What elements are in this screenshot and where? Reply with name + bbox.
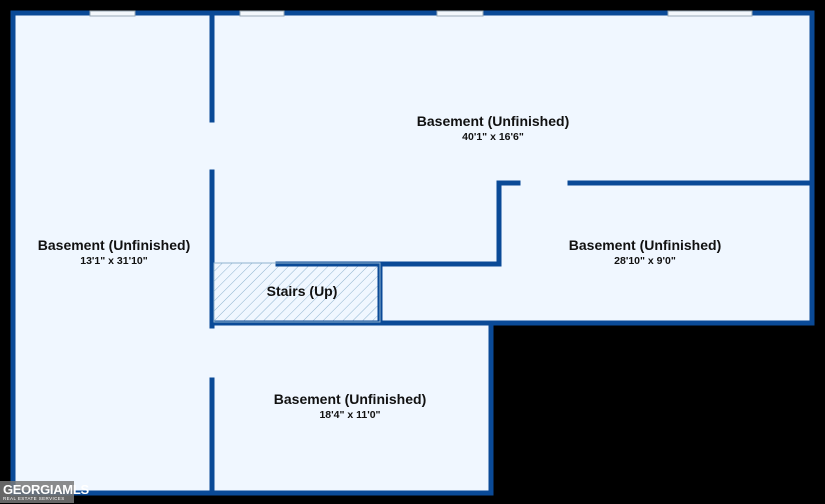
room-name: Basement (Unfinished) xyxy=(416,113,570,129)
logo-main-text: GEORGIAMLS xyxy=(3,482,89,497)
room-name: Basement (Unfinished) xyxy=(273,391,427,407)
window xyxy=(667,10,753,17)
logo-subtext: REAL ESTATE SERVICES xyxy=(3,496,65,501)
stairs-hatch xyxy=(214,263,380,322)
room-label: Basement (Unfinished) 18'4" x 11'0" xyxy=(274,391,426,422)
windows xyxy=(89,10,753,17)
room-dimensions: 18'4" x 11'0" xyxy=(319,409,381,421)
room-name: Basement (Unfinished) xyxy=(568,237,722,253)
room-dimensions: 40'1" x 16'6" xyxy=(462,131,524,143)
window xyxy=(89,10,136,17)
stairs-label: Stairs (Up) xyxy=(267,283,338,299)
room-dimensions: 28'10" x 9'0" xyxy=(614,255,676,267)
stairs-name: Stairs (Up) xyxy=(266,283,338,299)
room-dimensions: 13'1" x 31'10" xyxy=(80,255,148,267)
room-label: Basement (Unfinished) 28'10" x 9'0" xyxy=(569,237,721,268)
window xyxy=(436,10,484,17)
room-label: Basement (Unfinished) 40'1" x 16'6" xyxy=(417,113,569,144)
room-name: Basement (Unfinished) xyxy=(37,237,191,253)
window xyxy=(239,10,285,17)
stairs-outline xyxy=(213,262,381,323)
floor-area xyxy=(13,13,812,493)
room-label: Basement (Unfinished) 13'1" x 31'10" xyxy=(38,237,190,268)
georgia-mls-logo: GEORGIAMLS REAL ESTATE SERVICES xyxy=(0,481,89,503)
